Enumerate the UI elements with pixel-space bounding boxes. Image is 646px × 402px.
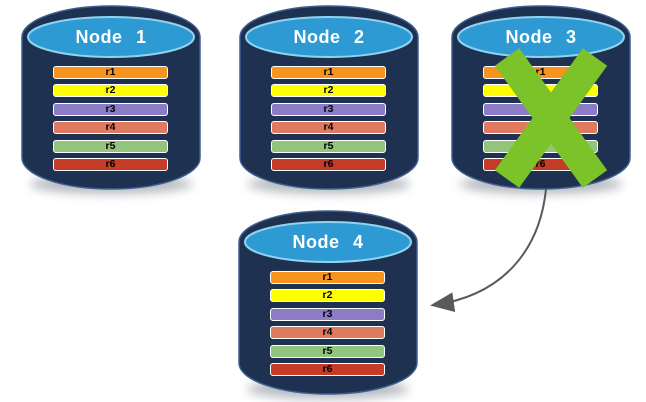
row-r3: r3 (271, 102, 386, 116)
row-r2: r2 (53, 84, 168, 98)
row-r4: r4 (53, 121, 168, 135)
row-r6: r6 (270, 362, 385, 376)
row-r3: r3 (53, 102, 168, 116)
row-r1: r1 (53, 66, 168, 79)
row-r1: r1 (271, 66, 386, 79)
row-r1: r1 (270, 271, 385, 284)
row-r2: r2 (270, 289, 385, 303)
node-4: Node 4 r1 r2 r3 r4 r5 r6 (238, 210, 418, 399)
node-1-title: Node 1 (75, 27, 147, 47)
node-2-rows: r1 r2 r3 r4 r5 r6 (271, 66, 386, 171)
row-r4: r4 (270, 326, 385, 340)
node-1-rows: r1 r2 r3 r4 r5 r6 (53, 66, 168, 171)
node-3-title: Node 3 (505, 27, 577, 47)
row-r5: r5 (271, 139, 386, 153)
row-r6: r6 (53, 157, 168, 171)
node-2: Node 2 r1 r2 r3 r4 r5 r6 (239, 5, 419, 194)
row-r5: r5 (270, 344, 385, 358)
row-r5: r5 (53, 139, 168, 153)
row-r4: r4 (271, 121, 386, 135)
node-4-title: Node 4 (292, 232, 364, 252)
node-1: Node 1 r1 r2 r3 r4 r5 r6 (21, 5, 201, 194)
node-4-rows: r1 r2 r3 r4 r5 r6 (270, 271, 385, 376)
node-2-title: Node 2 (293, 27, 365, 47)
row-r6: r6 (271, 157, 386, 171)
failure-x-icon (494, 48, 608, 188)
row-r2: r2 (271, 84, 386, 98)
row-r3: r3 (270, 307, 385, 321)
